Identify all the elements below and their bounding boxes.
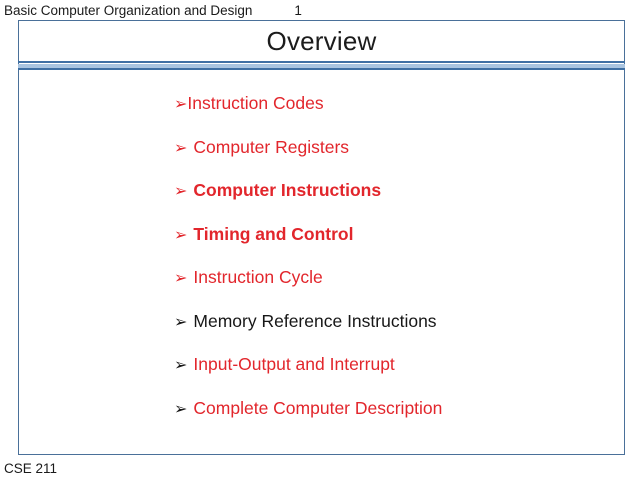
footer-course-code: CSE 211 (4, 461, 58, 476)
slide-title: Overview (266, 25, 377, 56)
list-item-label: Computer Instructions (193, 180, 382, 200)
list-item: ➢ Complete Computer Description (174, 398, 614, 442)
arrow-bullet-icon: ➢ (174, 226, 188, 244)
arrow-bullet-icon: ➢ (174, 139, 188, 157)
list-item-label: Computer Registers (193, 136, 350, 157)
list-item: ➢ Instruction Cycle (174, 267, 614, 311)
list-item-label: Timing and Control (193, 223, 354, 244)
arrow-bullet-icon: ➢ (174, 313, 188, 331)
list-item: ➢ Computer Instructions (174, 180, 614, 224)
slide-title-block: Overview (19, 21, 624, 61)
divider-line-bottom (18, 68, 625, 70)
document-header-title: Basic Computer Organization and Design (4, 2, 253, 18)
list-item: ➢ Memory Reference Instructions (174, 311, 614, 355)
arrow-bullet-icon: ➢ (174, 357, 188, 374)
list-item: ➢ Computer Registers (174, 137, 614, 181)
slide-frame: Overview ➢Instruction Codes➢Computer Reg… (18, 20, 625, 455)
list-item-label: Instruction Codes (187, 93, 324, 113)
document-page-number: 1 (294, 2, 302, 18)
document-header: Basic Computer Organization and Design 1 (0, 0, 640, 20)
list-item-label: Input-Output and Interrupt (193, 354, 395, 374)
divider-band (18, 63, 625, 68)
title-divider-rule (18, 61, 625, 72)
list-item: ➢Instruction Codes (174, 93, 614, 137)
list-item-label: Memory Reference Instructions (193, 310, 437, 331)
arrow-bullet-icon: ➢ (174, 183, 188, 200)
list-item-label: Instruction Cycle (193, 267, 323, 287)
arrow-bullet-icon: ➢ (174, 96, 188, 113)
list-item: ➢ Timing and Control (174, 224, 614, 268)
document-footer: CSE 211 (4, 461, 57, 476)
divider-line-top (18, 61, 625, 63)
arrow-bullet-icon: ➢ (174, 400, 188, 418)
list-item: ➢ Input-Output and Interrupt (174, 354, 614, 398)
list-item-label: Complete Computer Description (193, 397, 443, 418)
arrow-bullet-icon: ➢ (174, 270, 188, 287)
overview-bullet-list: ➢Instruction Codes➢Computer Registers➢Co… (174, 93, 614, 441)
